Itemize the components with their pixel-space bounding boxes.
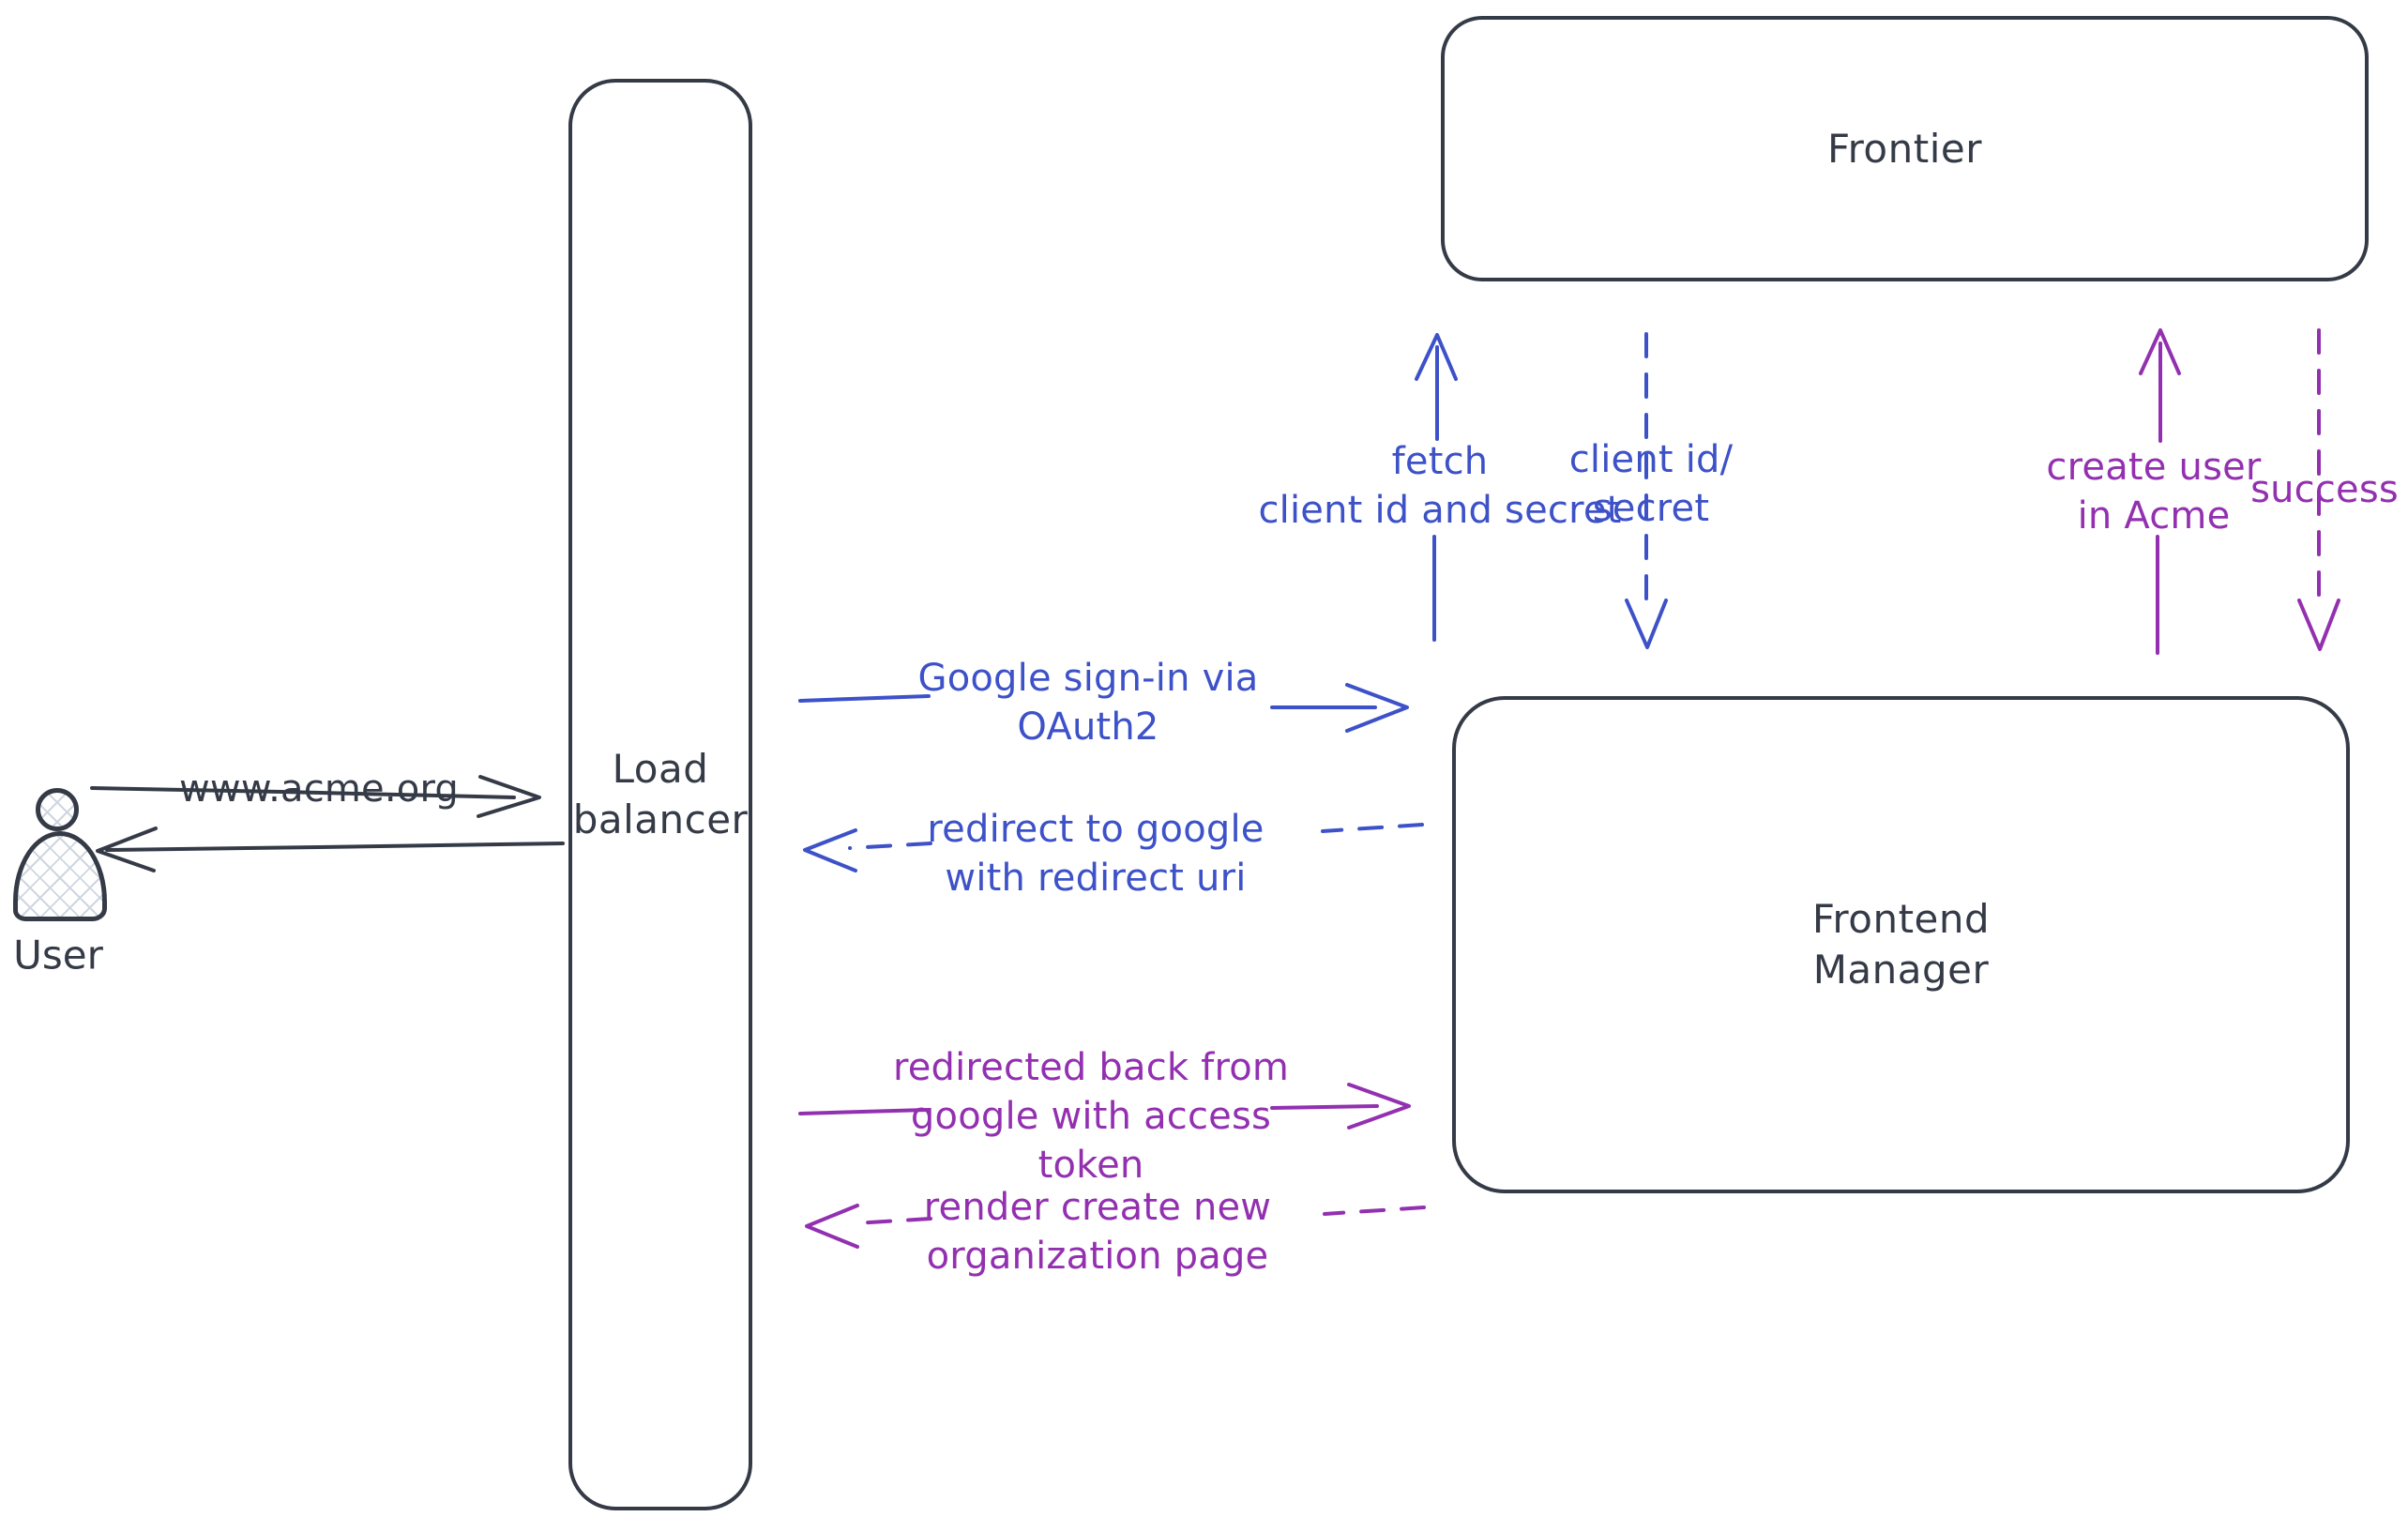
arrow-return-to-user — [96, 827, 565, 872]
arrow-fetch-head — [1415, 333, 1458, 381]
arrow-redirected-back-line-right — [1270, 1104, 1379, 1110]
arrow-redirected-back — [798, 1083, 1411, 1130]
arrow-www-acme — [90, 775, 541, 818]
arrow-render-create — [805, 1204, 1426, 1249]
arrow-google-signin — [798, 683, 1409, 733]
arrow-redirect-google — [803, 823, 1424, 872]
node-load-balancer: Load balancer — [568, 79, 752, 1510]
arrow-create-user — [2139, 328, 2181, 655]
arrow-render-create-line-right — [1323, 1206, 1426, 1216]
frontier-label: Frontier — [1826, 125, 1982, 172]
arrow-www-acme-line — [90, 786, 516, 799]
edge-label-www-acme: www.acme.org — [179, 767, 459, 811]
edge-label-client-id-secret: client id/ secret — [1568, 438, 1734, 530]
arrow-return-line — [105, 842, 565, 852]
arrow-client-id-secret — [1625, 332, 1668, 649]
arrow-redirect-line-left — [848, 842, 932, 850]
edge-label-redirected-back: redirected back from google with access … — [892, 1046, 1290, 1187]
arrow-success-head — [2297, 599, 2340, 651]
arrow-create-user-head — [2139, 328, 2181, 375]
edge-label-create-user: create user in Acme — [2046, 446, 2262, 538]
edge-label-render-create: render create new organization page — [923, 1186, 1272, 1278]
edge-label-redirect-google: redirect to google with redirect uri — [927, 808, 1265, 900]
node-frontend-manager: Frontend Manager — [1452, 696, 2350, 1193]
arrow-fetch-client — [1415, 333, 1458, 642]
edge-label-google-signin: Google sign-in via OAuth2 — [917, 657, 1259, 749]
arrow-render-create-head — [805, 1204, 859, 1249]
arrow-redirected-back-head — [1347, 1083, 1411, 1130]
arrow-render-create-line-left — [852, 1217, 932, 1225]
arrow-www-acme-head — [477, 775, 541, 818]
arrow-redirect-line-right — [1321, 823, 1424, 833]
arrow-google-signin-line-left — [798, 694, 931, 703]
arrow-google-signin-head — [1345, 683, 1409, 733]
arrow-return-head — [96, 827, 158, 872]
edge-label-success: success — [2250, 468, 2399, 511]
arrow-redirect-head — [803, 828, 857, 872]
load-balancer-label: Load balancer — [572, 746, 749, 842]
arrow-success — [2297, 328, 2340, 651]
frontend-manager-label: Frontend Manager — [1811, 896, 1991, 993]
user-label: User — [13, 932, 103, 978]
node-frontier: Frontier — [1441, 16, 2369, 281]
user-head-icon — [36, 788, 79, 831]
edge-label-fetch-client: fetch client id and secret — [1258, 440, 1622, 532]
arrow-client-id-head — [1625, 599, 1668, 649]
arrow-redirected-back-line-left — [798, 1108, 929, 1115]
